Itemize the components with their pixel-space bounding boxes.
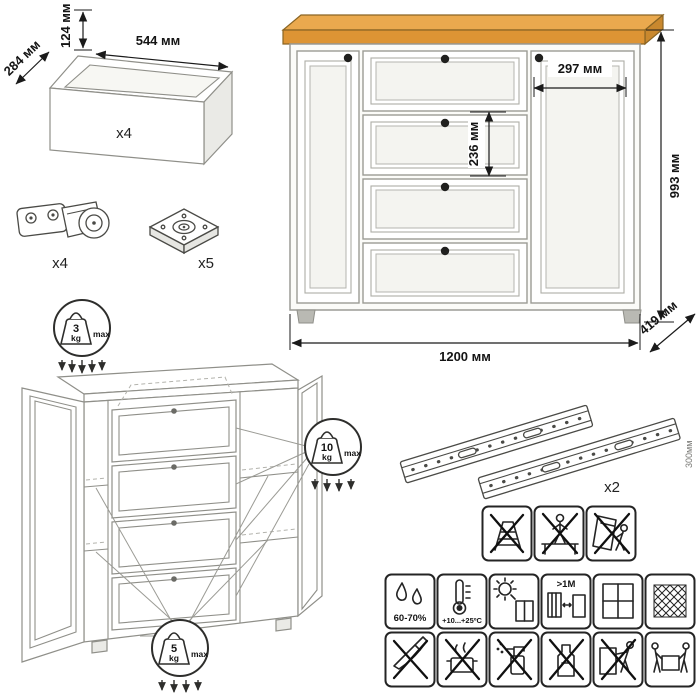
dim-drawer-front-height: 236 мм bbox=[466, 111, 506, 177]
drawer-front-height-label: 236 мм bbox=[466, 122, 481, 167]
dim-cabinet-depth: 419 мм bbox=[636, 297, 696, 353]
cabinet-top-edge bbox=[282, 29, 646, 45]
tip-over-warning-icon bbox=[585, 505, 637, 562]
hinge-quantity: x4 bbox=[52, 255, 68, 272]
cabinet-top-surface bbox=[281, 14, 665, 31]
open-cabinet-diagram bbox=[21, 363, 323, 663]
drawer-load-arrows bbox=[311, 479, 355, 492]
no-climbing-icon bbox=[481, 505, 533, 562]
door-width-label: 297 мм bbox=[558, 61, 603, 76]
drawer-2-knob bbox=[440, 118, 450, 128]
heat-distance-icon: >1M bbox=[540, 573, 592, 630]
dim-cabinet-height: 993 мм bbox=[644, 29, 682, 323]
carry-two-people-icon bbox=[644, 631, 696, 688]
drawer-box-quantity: x4 bbox=[116, 125, 132, 142]
cabinet-drawer-4 bbox=[362, 242, 528, 304]
open-left-door bbox=[21, 387, 85, 663]
right-door-knob bbox=[534, 53, 544, 63]
load-limit-top-badge: 3 kg max bbox=[53, 299, 111, 374]
hinge-icon: x4 bbox=[16, 201, 110, 272]
cabinet-right-door bbox=[530, 50, 635, 304]
dim-cabinet-width: 1200 мм bbox=[289, 314, 641, 364]
drawer-box-diagram: x4 124 мм 544 мм 284 мм bbox=[1, 3, 234, 166]
open-drawer-3 bbox=[111, 511, 237, 575]
no-abrasive-cleaners-icon bbox=[488, 631, 540, 688]
cabinet-foot-left bbox=[296, 309, 316, 324]
drawer-slide-rail-front bbox=[399, 404, 594, 484]
left-door-knob bbox=[343, 53, 353, 63]
humidity-range-label: 60-70% bbox=[394, 613, 427, 624]
drawer-height-label: 124 мм bbox=[58, 3, 73, 48]
load-limit-drawer-badge: 10 kg max bbox=[304, 418, 362, 492]
top-load-value: 3 bbox=[73, 323, 79, 335]
top-load-unit: kg bbox=[71, 333, 81, 343]
mounting-plate-icon: x5 bbox=[148, 208, 220, 272]
drawer-1-knob bbox=[440, 54, 450, 64]
dim-drawer-depth: 284 мм bbox=[1, 37, 50, 85]
temperature-range-label: +10...+25ºC bbox=[442, 616, 482, 625]
drawer-slides-illustration: x2 300мм bbox=[399, 404, 694, 500]
drawer-slide-rail-back bbox=[477, 417, 681, 500]
temperature-icon: +10...+25ºC bbox=[436, 573, 488, 630]
no-solvents-icon bbox=[540, 631, 592, 688]
cabinet-drawer-2 bbox=[362, 114, 528, 176]
top-load-arrows bbox=[58, 360, 106, 374]
open-drawer-4 bbox=[111, 567, 237, 631]
drawer-load-max: max bbox=[344, 448, 361, 458]
no-hot-items-icon bbox=[436, 631, 488, 688]
cabinet-foot-right bbox=[622, 309, 642, 324]
plate-quantity: x5 bbox=[198, 255, 214, 272]
window-icon bbox=[592, 573, 644, 630]
load-limit-pointer-lines bbox=[95, 427, 310, 637]
slides-quantity: x2 bbox=[604, 479, 620, 496]
shelf-load-arrows bbox=[158, 680, 202, 693]
dim-drawer-width: 544 мм bbox=[95, 33, 229, 71]
open-right-door bbox=[297, 374, 323, 618]
open-drawer-1 bbox=[111, 399, 237, 463]
shelf-load-value: 5 bbox=[171, 643, 177, 655]
slides-length-label: 300мм bbox=[684, 441, 694, 468]
open-drawer-2 bbox=[111, 455, 237, 519]
drawer-width-label: 544 мм bbox=[136, 33, 181, 48]
ventilation-mesh-icon bbox=[644, 573, 696, 630]
min-distance-label: >1M bbox=[557, 579, 576, 590]
drawer-depth-label: 284 мм bbox=[1, 37, 43, 79]
dim-door-width: 297 мм bbox=[533, 60, 627, 97]
drawer-4-knob bbox=[440, 246, 450, 256]
avoid-sunlight-icon bbox=[488, 573, 540, 630]
shelf-load-max: max bbox=[191, 649, 208, 659]
cabinet-drawer-1 bbox=[362, 50, 528, 112]
drawer-3-knob bbox=[440, 182, 450, 192]
humidity-icon: 60-70% bbox=[384, 573, 436, 630]
cabinet-width-label: 1200 мм bbox=[439, 349, 491, 364]
shelf-load-unit: kg bbox=[169, 653, 179, 663]
cabinet-left-door bbox=[296, 50, 360, 304]
no-dragging-icon bbox=[592, 631, 644, 688]
no-cutting-icon bbox=[384, 631, 436, 688]
cabinet-height-label: 993 мм bbox=[667, 154, 682, 199]
no-standing-icon bbox=[533, 505, 585, 562]
cabinet-illustration: 297 мм 236 мм 993 мм 1200 мм 419 мм bbox=[281, 13, 696, 364]
drawer-load-unit: kg bbox=[322, 452, 332, 462]
drawer-load-value: 10 bbox=[321, 442, 333, 454]
cabinet-drawer-3 bbox=[362, 178, 528, 240]
load-limit-shelf-badge: 5 kg max bbox=[151, 619, 209, 693]
top-load-max: max bbox=[93, 329, 110, 339]
dim-drawer-height: 124 мм bbox=[58, 3, 92, 51]
